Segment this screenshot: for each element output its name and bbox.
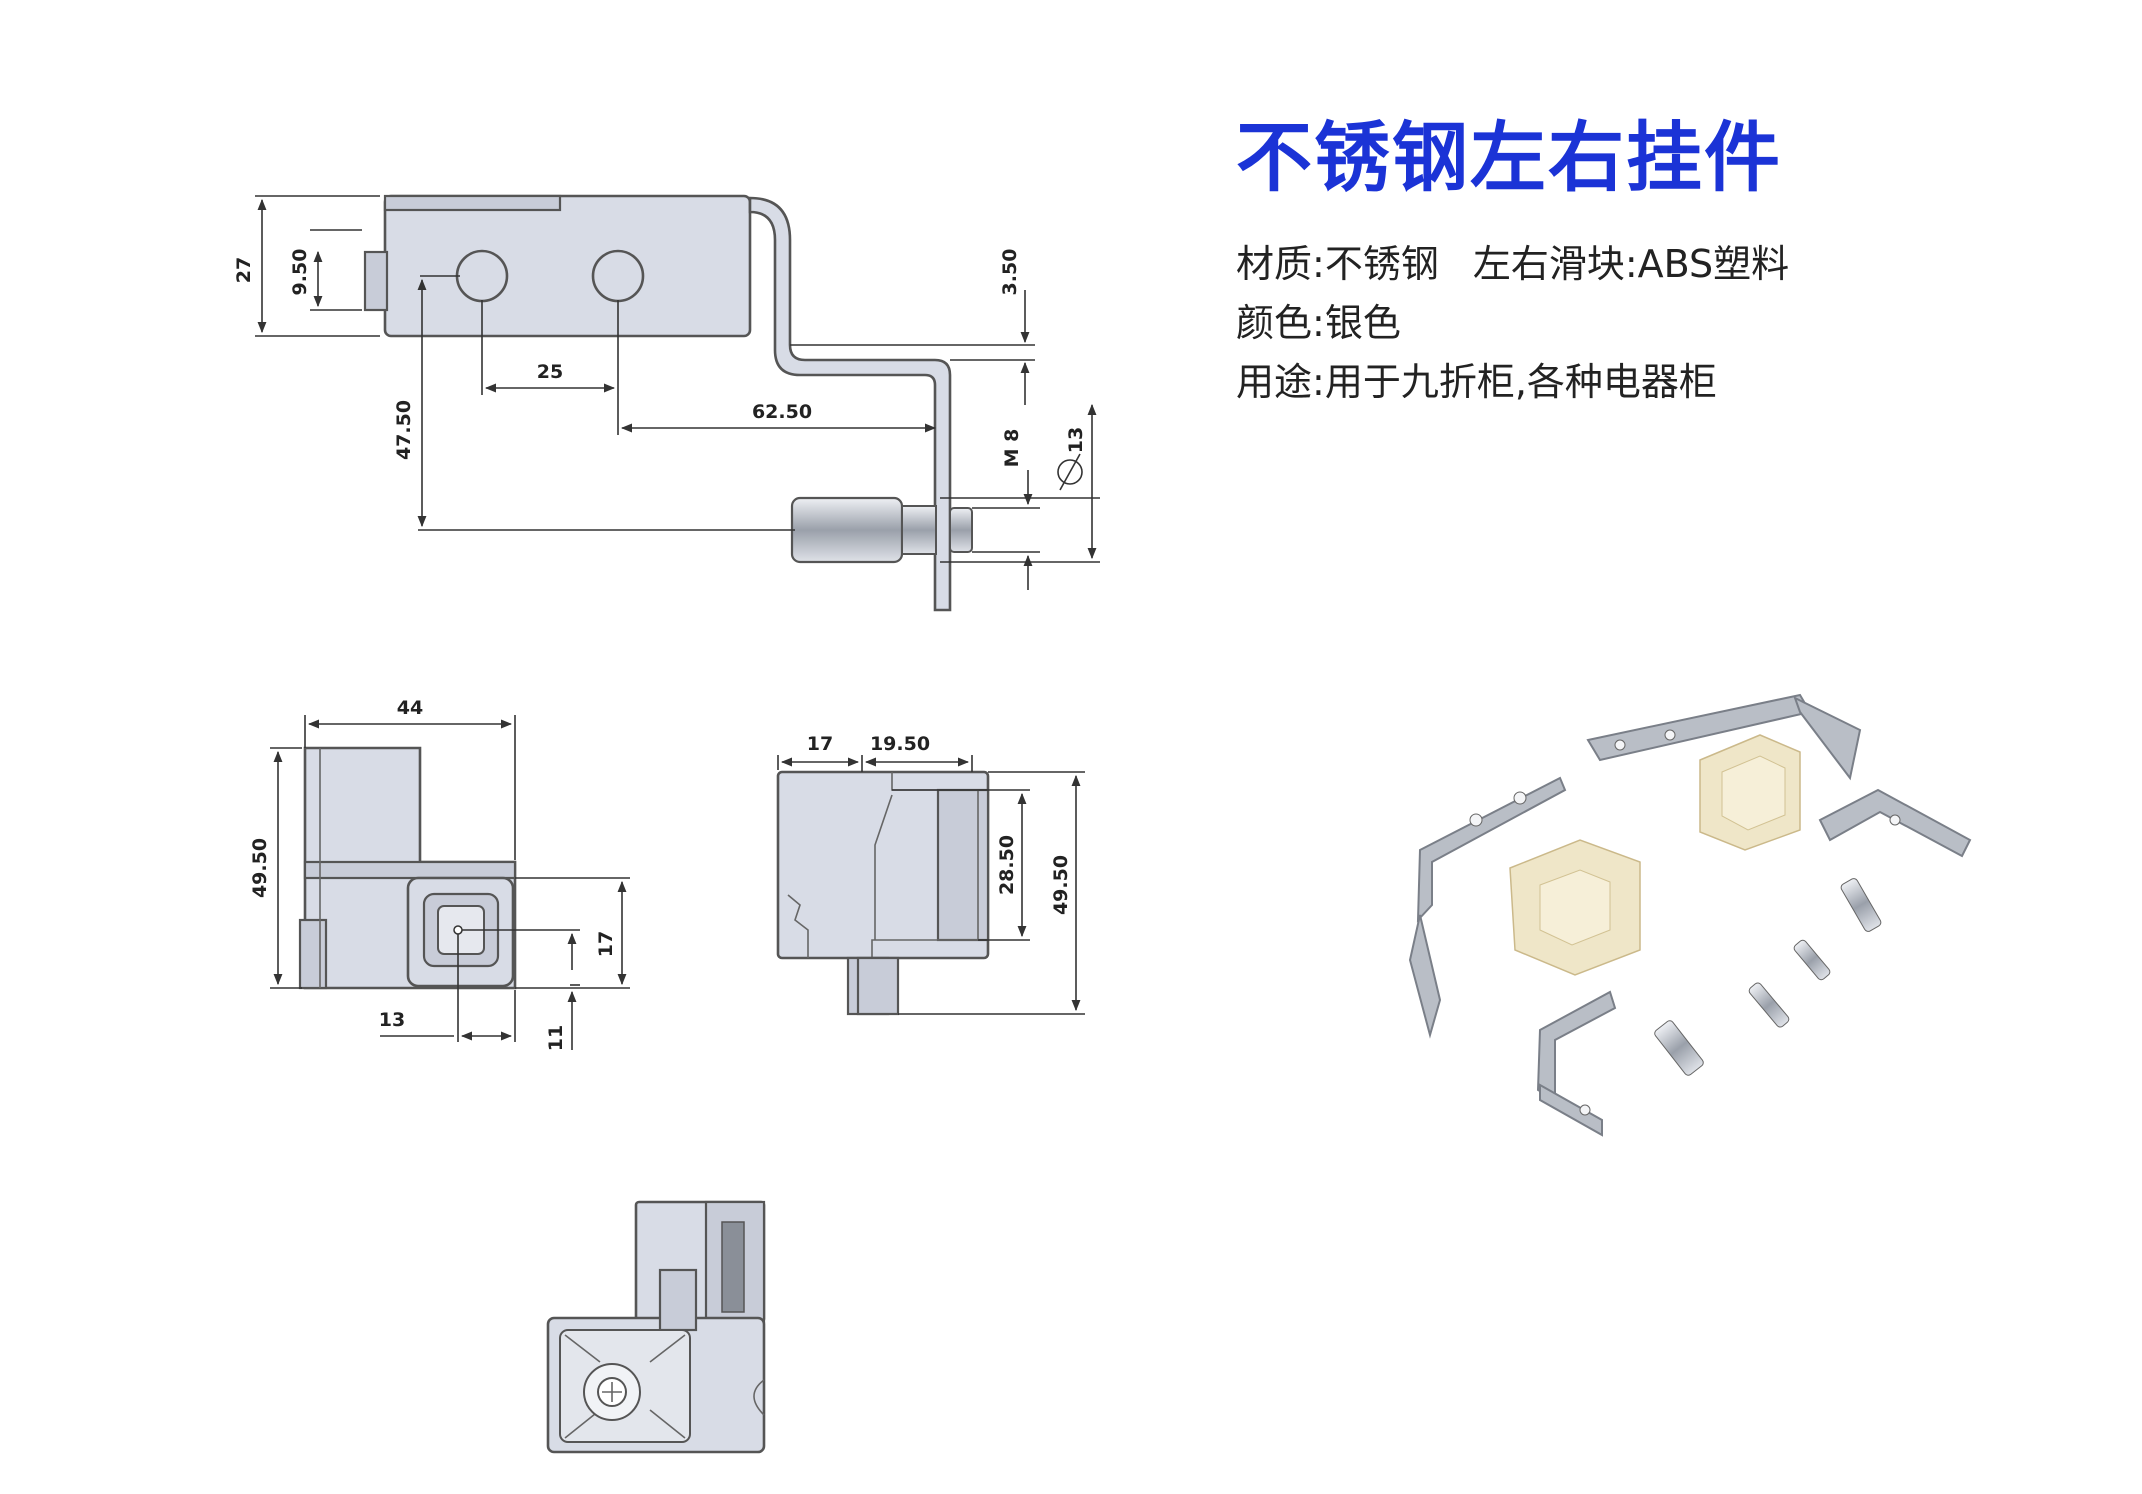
end-view-shape xyxy=(776,770,990,1016)
dim-offset-13: 13 xyxy=(379,1009,405,1031)
color-value: 银色 xyxy=(1324,301,1401,345)
dim-end-height-28-50: 28.50 xyxy=(996,835,1018,895)
bottom-view-cross-icon xyxy=(559,1329,691,1443)
slider-block-left xyxy=(1509,839,1641,976)
bracket-bottom xyxy=(1536,990,1617,1137)
dim-height-9-50: 9.50 xyxy=(289,249,311,296)
product-photo xyxy=(1408,693,1972,1137)
spec-material-line: 材质:不锈钢左右滑块:ABS塑料 xyxy=(1236,233,1789,288)
color-label: 颜色: xyxy=(1236,301,1325,345)
dim-height-49-50: 49.50 xyxy=(249,838,271,898)
usage-value: 用于九折柜,各种电器柜 xyxy=(1324,360,1717,404)
dim-end-width-17: 17 xyxy=(807,733,833,755)
material-label: 材质: xyxy=(1236,242,1325,286)
dim-diameter-13: 13 xyxy=(1065,427,1087,453)
front-view: 44 49.50 17 13 11 xyxy=(249,697,630,1051)
product-title: 不锈钢左右挂件 xyxy=(1236,113,1782,202)
spec-color-line: 颜色:银色 xyxy=(1236,292,1401,347)
bottom-view xyxy=(546,1200,766,1454)
slider-value: ABS塑料 xyxy=(1637,242,1790,286)
dim-width-44: 44 xyxy=(397,697,423,719)
dim-height-27: 27 xyxy=(233,257,255,283)
slider-block-right xyxy=(1699,734,1801,851)
dim-end-width-19-50: 19.50 xyxy=(870,733,930,755)
dim-drop-47-50: 47.50 xyxy=(393,400,415,460)
dim-span-62-50: 62.50 xyxy=(752,401,812,423)
usage-label: 用途: xyxy=(1236,360,1325,404)
dim-inner-17: 17 xyxy=(595,931,617,957)
bracket-center-right xyxy=(1818,788,1972,858)
diameter-icon xyxy=(1057,453,1083,491)
dim-pitch-25: 25 xyxy=(537,361,563,383)
slider-label: 左右滑块: xyxy=(1472,242,1638,286)
dim-thread-m8: M 8 xyxy=(1001,429,1023,468)
dim-end-height-49-50: 49.50 xyxy=(1050,855,1072,915)
end-view: 17 19.50 28.50 49.50 xyxy=(776,733,1085,1016)
bracket-right-top xyxy=(1586,693,1862,781)
dim-offset-3-50: 3.50 xyxy=(999,249,1021,296)
spec-usage-line: 用途:用于九折柜,各种电器柜 xyxy=(1236,351,1717,406)
side-view: 27 9.50 3.50 25 47.50 62.50 M 8 13 xyxy=(233,194,1100,612)
front-view-shape xyxy=(298,746,517,990)
material-value: 不锈钢 xyxy=(1324,242,1439,286)
bracket-side-shape xyxy=(363,194,973,612)
bracket-left-top xyxy=(1408,776,1567,1039)
dim-offset-11: 11 xyxy=(545,1025,567,1051)
screw-pins xyxy=(1654,878,1882,1076)
